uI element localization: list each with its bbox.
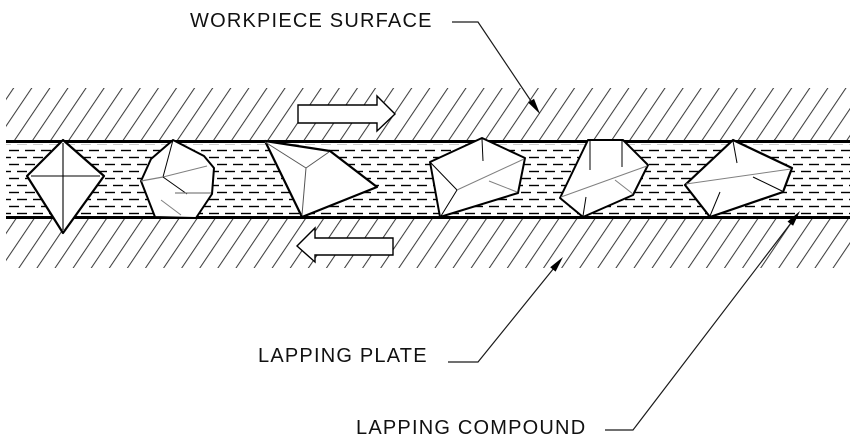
workpiece-layer bbox=[6, 88, 850, 143]
label-lapping-compound: LAPPING COMPOUND bbox=[356, 417, 587, 439]
particle-2 bbox=[140, 139, 215, 219]
leader-arrowhead-icon bbox=[528, 98, 540, 114]
particle-1 bbox=[25, 138, 106, 235]
plate-hatch-area bbox=[6, 219, 850, 268]
motion-arrow-right-icon bbox=[297, 94, 397, 133]
label-workpiece-surface: WORKPIECE SURFACE bbox=[190, 10, 433, 32]
abrasive-particles bbox=[25, 137, 794, 235]
leader-arrowhead-icon bbox=[550, 257, 563, 272]
particle-6 bbox=[683, 138, 794, 219]
particle-4 bbox=[429, 137, 526, 218]
particle-5 bbox=[559, 139, 649, 218]
particle-3 bbox=[263, 139, 379, 219]
leader-lapping-plate bbox=[448, 257, 563, 363]
label-lapping-plate: LAPPING PLATE bbox=[258, 345, 428, 367]
leader-lapping-compound bbox=[605, 211, 800, 431]
leader-arrowhead-icon bbox=[787, 211, 800, 226]
motion-arrow-left-icon bbox=[295, 226, 394, 264]
workpiece-hatch-area bbox=[6, 88, 850, 140]
leader-workpiece-surface bbox=[452, 21, 540, 114]
plate-layer bbox=[6, 216, 850, 268]
